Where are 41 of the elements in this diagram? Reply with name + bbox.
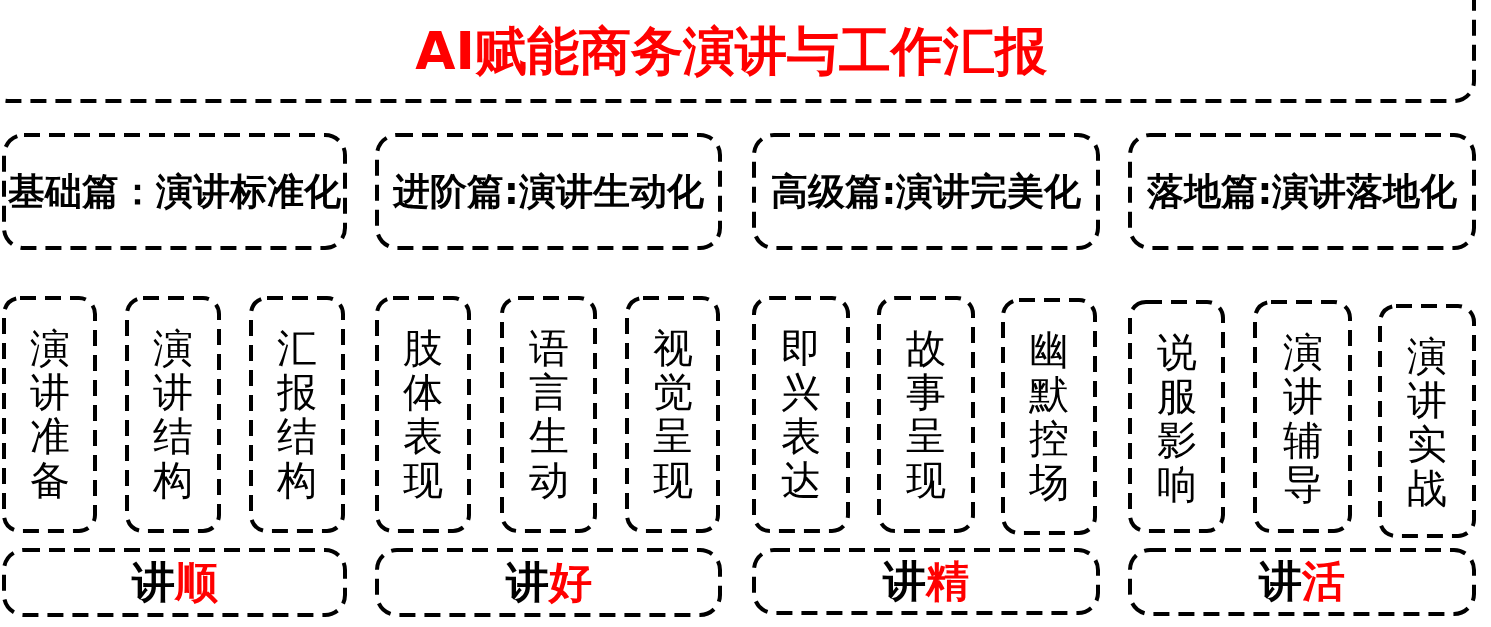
topic-label: 汇报结构 [277,326,317,502]
topic-box [2,296,97,533]
topic-box [375,296,471,533]
section-slogan: 讲活 [1259,555,1345,608]
topic-label: 演讲准备 [29,326,70,502]
topic-box [1253,300,1352,533]
slogan-box [752,548,1100,615]
section-box [375,133,722,250]
section-box [1128,133,1476,250]
topic-box [752,296,850,533]
section-slogan: 讲精 [883,554,969,608]
topic-box [500,296,597,533]
section-box [752,133,1100,250]
section-heading: 进阶篇:演讲生动化 [393,168,704,215]
banner-label: AI赋能商务演讲与工作汇报 [415,20,1047,83]
topic-label: 演讲辅导 [1282,330,1323,506]
topic-label: 语言生动 [528,326,569,502]
section-box [2,133,347,250]
section-heading: 基础篇：演讲标准化 [8,168,341,215]
topic-label: 视觉呈现 [652,326,693,502]
section-slogan: 讲好 [505,555,592,609]
slogan-box [1128,548,1476,616]
topic-box [125,296,221,533]
topic-box [1001,298,1097,535]
slogan-box [2,548,347,617]
section-slogan: 讲顺 [131,555,218,609]
topic-label: 即兴表达 [781,326,821,502]
section-heading: 落地篇:演讲落地化 [1146,168,1458,215]
topic-box [249,296,345,533]
topic-box [877,296,975,533]
topic-label: 肢体表现 [403,326,443,502]
slogan-box [375,548,722,617]
topic-box [1128,300,1225,533]
topic-label: 演讲实战 [1407,334,1447,510]
topic-label: 说服影响 [1156,330,1197,506]
topic-label: 故事呈现 [906,326,946,502]
topic-box [625,296,720,533]
section-heading: 高级篇:演讲完美化 [770,168,1082,215]
topic-label: 演讲结构 [153,326,193,502]
topic-box [1378,304,1476,538]
topic-label: 幽默控场 [1029,328,1069,504]
